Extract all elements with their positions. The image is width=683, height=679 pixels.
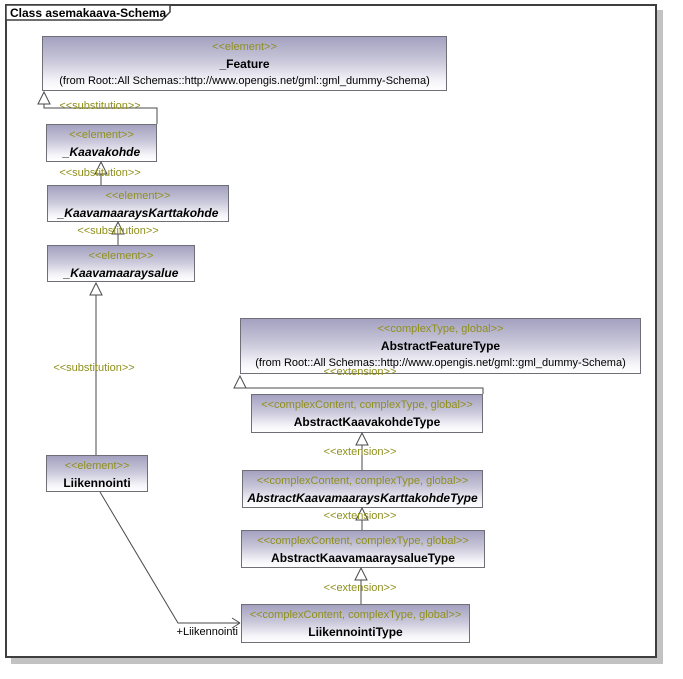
class-name: _Feature <box>219 57 270 71</box>
class-node-abstractkaavakohdetype[interactable]: <<complexContent, complexType, global>> A… <box>251 394 483 433</box>
class-name: _KaavamaaraysKarttakohde <box>57 206 219 220</box>
from-schema-label: (from Root::All Schemas::http://www.open… <box>59 75 430 87</box>
class-node-abstractkaavamaaraysaluetype[interactable]: <<complexContent, complexType, global>> A… <box>241 530 485 568</box>
stereotype-label: <<element>> <box>88 250 154 262</box>
class-name: _Kaavamaaraysalue <box>63 266 179 280</box>
diagram-title: Class asemakaava-Schema <box>10 6 167 20</box>
class-node-feature[interactable]: <<element>>_Feature(from Root::All Schem… <box>42 36 447 91</box>
stereotype-label: <<element>> <box>212 41 277 53</box>
stereotype-label: <<complexContent, complexType, global>> <box>249 609 462 621</box>
class-name: AbstractKaavamaaraysalueType <box>271 551 455 565</box>
class-node-kaavamaarayskarttakohde[interactable]: <<element>> _KaavamaaraysKarttakohde <box>47 185 229 222</box>
class-name: LiikennointiType <box>308 625 403 639</box>
class-name: Liikennointi <box>63 476 131 490</box>
class-name: _Kaavakohde <box>62 145 141 159</box>
stereotype-label: <<element>> <box>69 129 134 141</box>
class-node-liikennointitype[interactable]: <<complexContent, complexType, global>> L… <box>241 604 470 643</box>
stereotype-label: <<element>> <box>64 460 130 472</box>
class-name: AbstractFeatureType <box>380 339 501 353</box>
class-node-liikennointi[interactable]: <<element>> Liikennointi <box>46 455 148 492</box>
class-node-kaavakohde[interactable]: <<element>> _Kaavakohde <box>46 124 157 162</box>
stereotype-label: <<element>> <box>105 190 171 202</box>
stereotype-label: <<complexContent, complexType, global>> <box>261 399 473 411</box>
stereotype-label: <<complexType, global>> <box>377 323 504 335</box>
class-name: AbstractKaavamaaraysKarttakohdeType <box>247 491 478 505</box>
class-node-abstractkaavamaarayskarttakohdetype[interactable]: <<complexContent, complexType, global>> A… <box>242 470 483 508</box>
stereotype-label: <<complexContent, complexType, global>> <box>256 475 469 487</box>
from-schema-label: (from Root::All Schemas::http://www.open… <box>255 357 626 369</box>
stereotype-label: <<complexContent, complexType, global>> <box>257 535 469 547</box>
class-name: AbstractKaavakohdeType <box>293 415 441 429</box>
class-node-kaavamaaraysalue[interactable]: <<element>> _Kaavamaaraysalue <box>47 245 195 282</box>
class-node-abstractfeaturetype[interactable]: <<complexType, global>> AbstractFeatureTy… <box>240 318 641 374</box>
